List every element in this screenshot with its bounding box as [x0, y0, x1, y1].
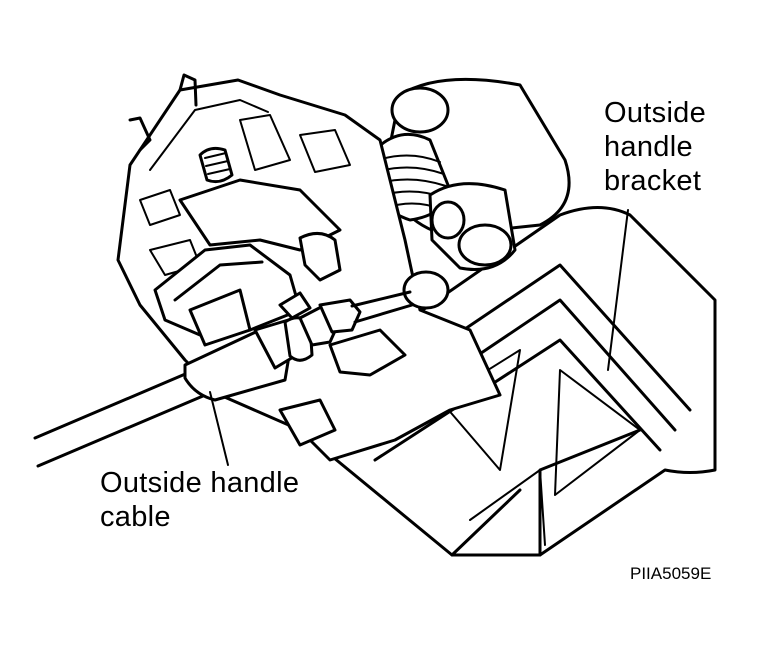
cable-label-line-1: Outside handle [100, 467, 300, 499]
cable-label: Outside handle cable [100, 466, 299, 534]
cable-leader-line [209, 391, 229, 466]
figure-code: PIIA5059E [630, 564, 712, 583]
bracket-label-line-2: handle [604, 131, 693, 163]
bracket-leader-line [607, 209, 629, 371]
outside-handle-bracket [298, 206, 717, 557]
bracket-label-line-1: Outside [604, 97, 707, 129]
cable-label-line-2: cable [100, 501, 171, 533]
bracket-label: Outside handle bracket [604, 96, 706, 198]
bracket-label-line-3: bracket [604, 165, 702, 197]
outside-handle-cable [33, 290, 414, 468]
